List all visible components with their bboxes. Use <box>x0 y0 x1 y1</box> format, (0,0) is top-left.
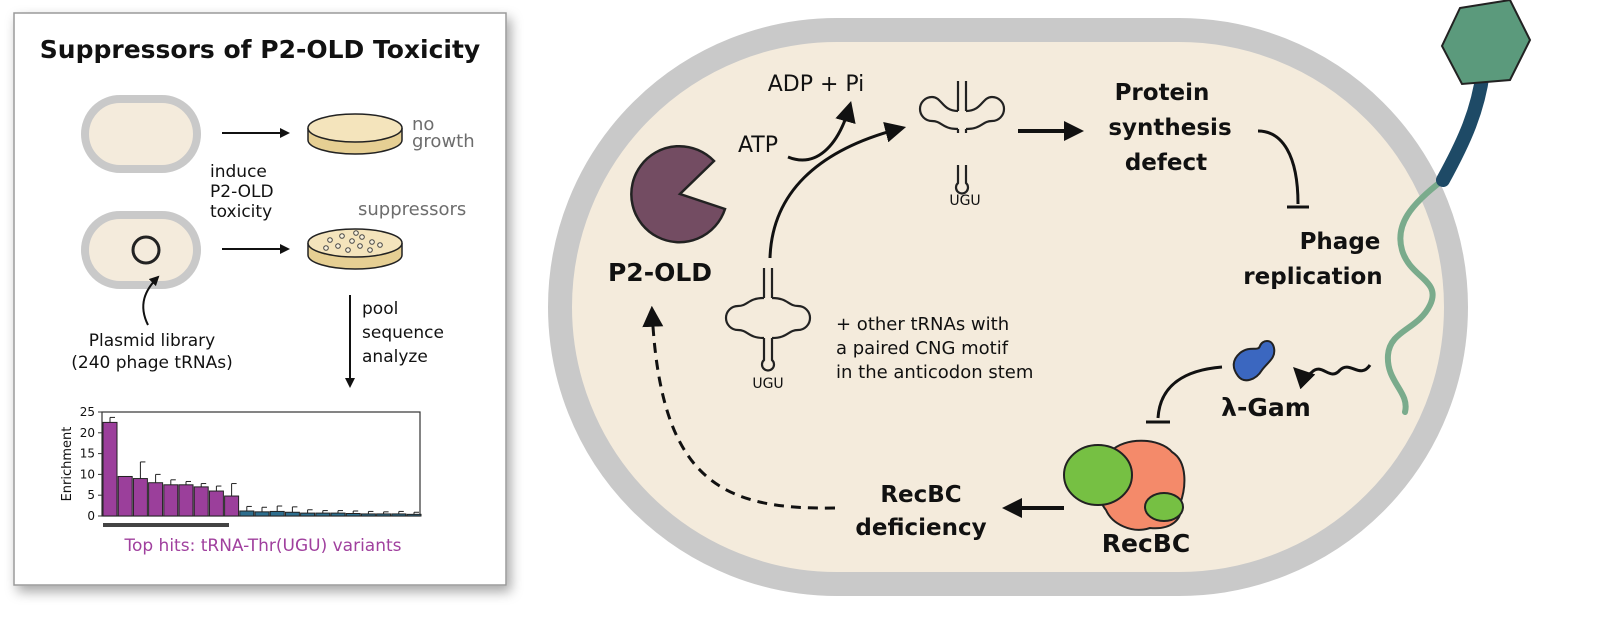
phage-tail-icon <box>1436 65 1490 187</box>
recbc-deficiency-label: RecBC <box>880 482 961 508</box>
pool-label: analyze <box>362 347 428 367</box>
recbc-complex-icon <box>1063 439 1186 531</box>
y-axis-label: Enrichment <box>60 427 75 502</box>
curved-arrow-icon <box>142 275 160 326</box>
bar <box>178 484 194 517</box>
bar <box>300 512 316 517</box>
bar <box>345 513 361 517</box>
phage-head-icon <box>1440 0 1532 86</box>
dashed-feedback-arrow-icon <box>642 305 836 510</box>
suppressors-label: suppressors <box>358 199 466 220</box>
p2old-label: P2-OLD <box>608 258 712 287</box>
plasmid-library-label: Plasmid library <box>89 331 215 351</box>
bar <box>163 484 179 517</box>
recbc-label: RecBC <box>1102 529 1190 558</box>
protein-synthesis-label: Protein <box>1115 80 1210 106</box>
bar <box>330 512 346 517</box>
bar <box>315 512 331 517</box>
panel-title: Suppressors of P2-OLD Toxicity <box>40 35 480 64</box>
y-tick-label: 5 <box>87 488 95 502</box>
induce-label: P2-OLD <box>210 182 274 202</box>
anticodon-cleaved-label: UGU <box>949 193 980 209</box>
top-hits-label: Top hits: tRNA-Thr(UGU) variants <box>123 536 401 556</box>
bar <box>117 475 133 517</box>
petri-dish-no-growth-icon <box>307 113 403 155</box>
phage-replication-label: replication <box>1243 264 1382 290</box>
bar <box>360 513 376 517</box>
y-tick-label: 0 <box>87 509 95 523</box>
suppressor-screen-panel: Suppressors of P2-OLD Toxicity no growth <box>13 12 507 586</box>
pool-label: pool <box>362 299 398 319</box>
inhibition-arrow-icon <box>1156 365 1223 419</box>
y-tick-label: 25 <box>80 405 95 419</box>
cleavage-arrow-icon <box>768 121 907 259</box>
induce-label: toxicity <box>210 202 272 222</box>
recbc-deficiency-label: deficiency <box>855 515 986 541</box>
bar <box>193 486 209 517</box>
bar <box>254 511 270 517</box>
phage-dna-icon <box>1384 177 1446 415</box>
bacterial-cell-with-plasmid-icon <box>81 211 201 289</box>
adp-pi-label: ADP + Pi <box>768 72 865 97</box>
gam-expression-wave-icon <box>1293 364 1372 390</box>
y-tick-label: 10 <box>80 467 95 481</box>
bar <box>102 421 118 517</box>
no-growth-label: growth <box>412 131 475 152</box>
bar <box>148 482 164 517</box>
induce-label: induce <box>210 162 267 182</box>
phage-icon <box>1384 0 1532 415</box>
plasmid-library-label: (240 phage tRNAs) <box>71 353 232 373</box>
other-trnas-label: a paired CNG motif <box>836 338 1009 359</box>
inhibition-arrow-icon <box>1257 129 1300 205</box>
bacterial-cell-diagram <box>548 18 1468 596</box>
bar <box>239 510 255 517</box>
y-tick-label: 20 <box>80 426 95 440</box>
bar <box>284 511 300 517</box>
plasmid-icon <box>131 235 161 265</box>
bar <box>132 478 148 517</box>
bar <box>406 513 422 517</box>
other-trnas-label: in the anticodon stem <box>836 362 1033 383</box>
other-trnas-label: + other tRNAs with <box>836 314 1009 335</box>
gam-label: λ-Gam <box>1221 393 1311 422</box>
atp-arrow-icon <box>787 100 856 162</box>
p2old-protein-icon <box>630 144 727 244</box>
bar <box>269 510 285 517</box>
protein-synthesis-label: synthesis <box>1108 115 1231 141</box>
no-growth-label: no <box>412 114 434 135</box>
phage-replication-label: Phage <box>1300 229 1381 255</box>
bar <box>224 495 240 517</box>
anticodon-label: UGU <box>752 376 783 392</box>
petri-dish-suppressors-icon <box>307 228 403 270</box>
bar <box>208 490 224 517</box>
pool-label: sequence <box>362 323 444 343</box>
bar <box>391 513 407 517</box>
protein-synthesis-label: defect <box>1125 150 1207 176</box>
bar <box>376 513 392 517</box>
y-tick-label: 15 <box>80 447 95 461</box>
bacterial-cell-icon <box>81 95 201 173</box>
trna-cleaved-icon <box>918 81 1006 195</box>
gam-protein-icon <box>1232 340 1276 382</box>
trna-intact-icon <box>724 268 812 372</box>
atp-label: ATP <box>738 133 778 158</box>
cell-wall <box>548 18 1468 596</box>
